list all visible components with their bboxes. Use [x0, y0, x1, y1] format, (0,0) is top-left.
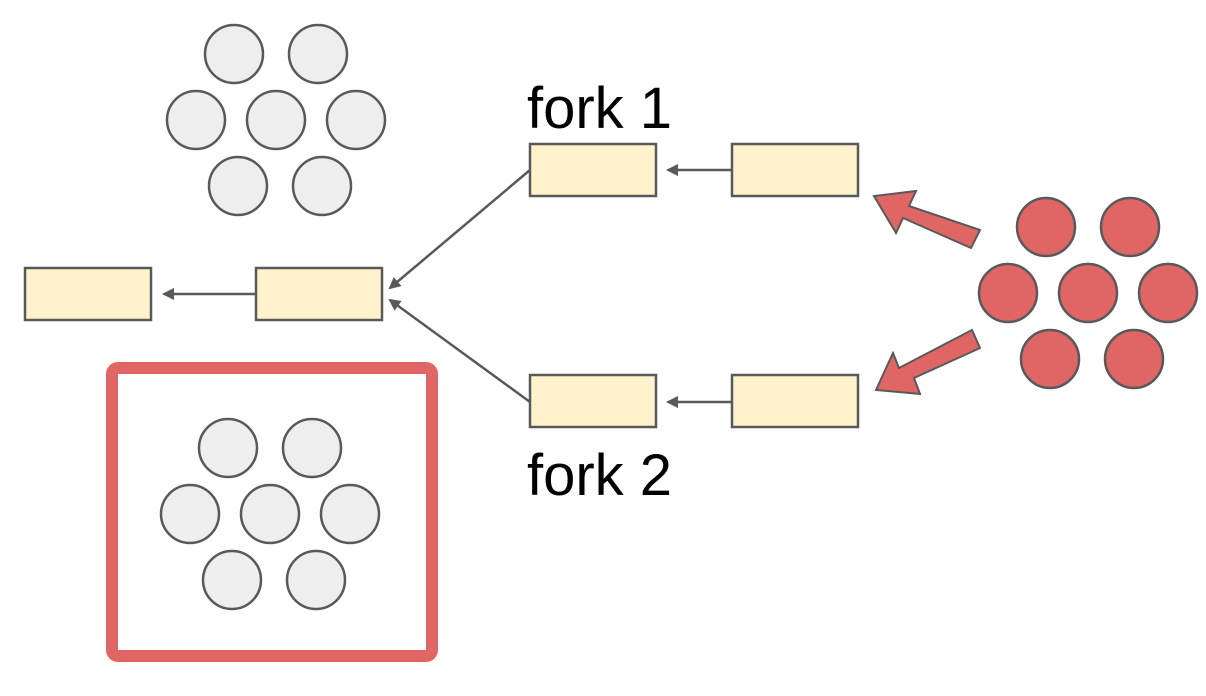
validator-top-node-6 — [207, 155, 269, 217]
validator-boxed-node-4 — [239, 483, 301, 545]
validator-boxed-node-6 — [201, 549, 263, 611]
block-shared-1 — [23, 266, 153, 322]
block-fork2-b — [730, 373, 860, 429]
attacker-node-5 — [1137, 262, 1199, 324]
validator-top-node-5 — [325, 89, 387, 151]
fork1-label: fork 1 — [527, 76, 672, 141]
block-fork2-a — [528, 373, 658, 429]
link-fork2a-to-shared2 — [388, 298, 531, 404]
attacker-node-4 — [1057, 262, 1119, 324]
validator-top-node-4 — [245, 89, 307, 151]
attacker-node-3 — [977, 262, 1039, 324]
validator-top-node-2 — [287, 23, 349, 85]
validator-top-node-1 — [203, 23, 265, 85]
attacker-node-6 — [1019, 328, 1081, 390]
attacker-arrow-fork2 — [874, 328, 982, 396]
validator-top-node-7 — [291, 155, 353, 217]
validator-boxed-node-2 — [281, 417, 343, 479]
attacker-arrow-fork1 — [872, 189, 982, 250]
validator-boxed-node-5 — [319, 483, 381, 545]
validator-boxed-node-7 — [285, 549, 347, 611]
block-shared-2 — [254, 266, 384, 322]
attacker-node-1 — [1015, 196, 1077, 258]
validator-boxed-node-1 — [197, 417, 259, 479]
attacker-node-7 — [1103, 328, 1165, 390]
attacker-cluster — [977, 196, 1199, 390]
fork2-label: fork 2 — [527, 443, 672, 508]
validator-boxed-node-3 — [159, 483, 221, 545]
validator-top-node-3 — [165, 89, 227, 151]
validator-cluster-top — [165, 23, 387, 217]
attacker-node-2 — [1099, 196, 1161, 258]
highlight-box — [106, 362, 438, 662]
link-fork1a-to-shared2 — [388, 169, 531, 290]
block-fork1-a — [528, 142, 658, 198]
block-fork1-b — [730, 142, 860, 198]
validator-cluster-boxed — [159, 417, 381, 611]
